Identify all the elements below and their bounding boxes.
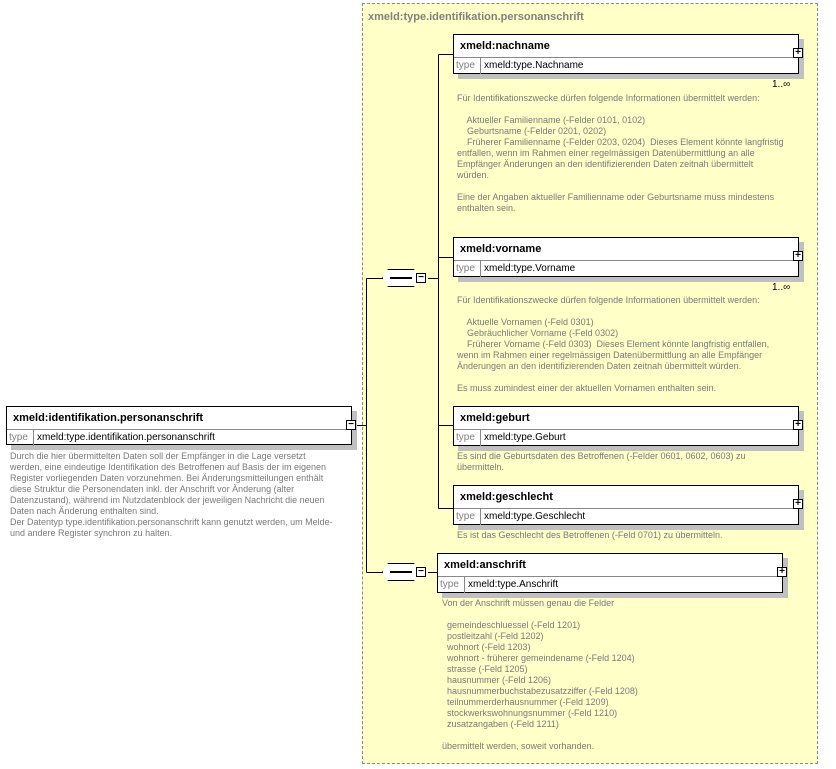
expand-button[interactable]: + bbox=[777, 567, 787, 577]
type-label: type bbox=[454, 509, 481, 525]
element-type: xmeld:type.Nachname bbox=[484, 60, 584, 71]
type-label: type bbox=[7, 430, 34, 446]
element-description: Für Identifikationszwecke dürfen folgend… bbox=[457, 93, 784, 213]
root-description: Durch die hier übermittelten Daten soll … bbox=[10, 451, 333, 538]
sequence-collapse-button[interactable]: − bbox=[416, 567, 426, 577]
sequence-collapse-button[interactable]: − bbox=[416, 273, 426, 283]
element-description: Es ist das Geschlecht des Betroffenen (-… bbox=[457, 530, 723, 540]
element-description: Für Identifikationszwecke dürfen folgend… bbox=[457, 295, 770, 393]
element-type: xmeld:type.Vorname bbox=[484, 263, 576, 274]
root-element-type: xmeld:type.identifikation.personanschrif… bbox=[37, 432, 215, 443]
sequence-icon bbox=[390, 277, 412, 279]
element-name: xmeld:anschrift bbox=[438, 554, 782, 577]
element-name: xmeld:nachname bbox=[454, 35, 798, 58]
root-element-name: xmeld:identifikation.personanschrift bbox=[7, 407, 351, 430]
element-type: xmeld:type.Geburt bbox=[484, 432, 566, 443]
expand-button[interactable]: + bbox=[793, 251, 803, 261]
group-title: xmeld:type.identifikation.personanschrif… bbox=[368, 11, 584, 23]
type-label: type bbox=[454, 430, 481, 446]
cardinality-label: 1..∞ bbox=[772, 282, 791, 293]
cardinality-label: 1..∞ bbox=[772, 79, 791, 90]
expand-button[interactable]: + bbox=[793, 420, 803, 430]
expand-button[interactable]: + bbox=[793, 48, 803, 58]
element-name: xmeld:geschlecht bbox=[454, 486, 798, 509]
element-description: Es sind die Geburtsdaten des Betroffenen… bbox=[457, 451, 746, 472]
element-type: xmeld:type.Geschlecht bbox=[484, 511, 586, 522]
element-name: xmeld:geburt bbox=[454, 407, 798, 430]
sequence-icon bbox=[390, 571, 412, 573]
root-element-box[interactable]: xmeld:identifikation.personanschrift typ… bbox=[6, 406, 352, 446]
element-name: xmeld:vorname bbox=[454, 238, 798, 261]
type-label: type bbox=[454, 58, 481, 74]
element-type: xmeld:type.Anschrift bbox=[468, 579, 559, 590]
element-description: Von der Anschrift müssen genau die Felde… bbox=[442, 598, 638, 751]
type-label: type bbox=[438, 577, 465, 593]
collapse-button[interactable]: − bbox=[346, 420, 356, 430]
type-label: type bbox=[454, 261, 481, 277]
expand-button[interactable]: + bbox=[793, 499, 803, 509]
